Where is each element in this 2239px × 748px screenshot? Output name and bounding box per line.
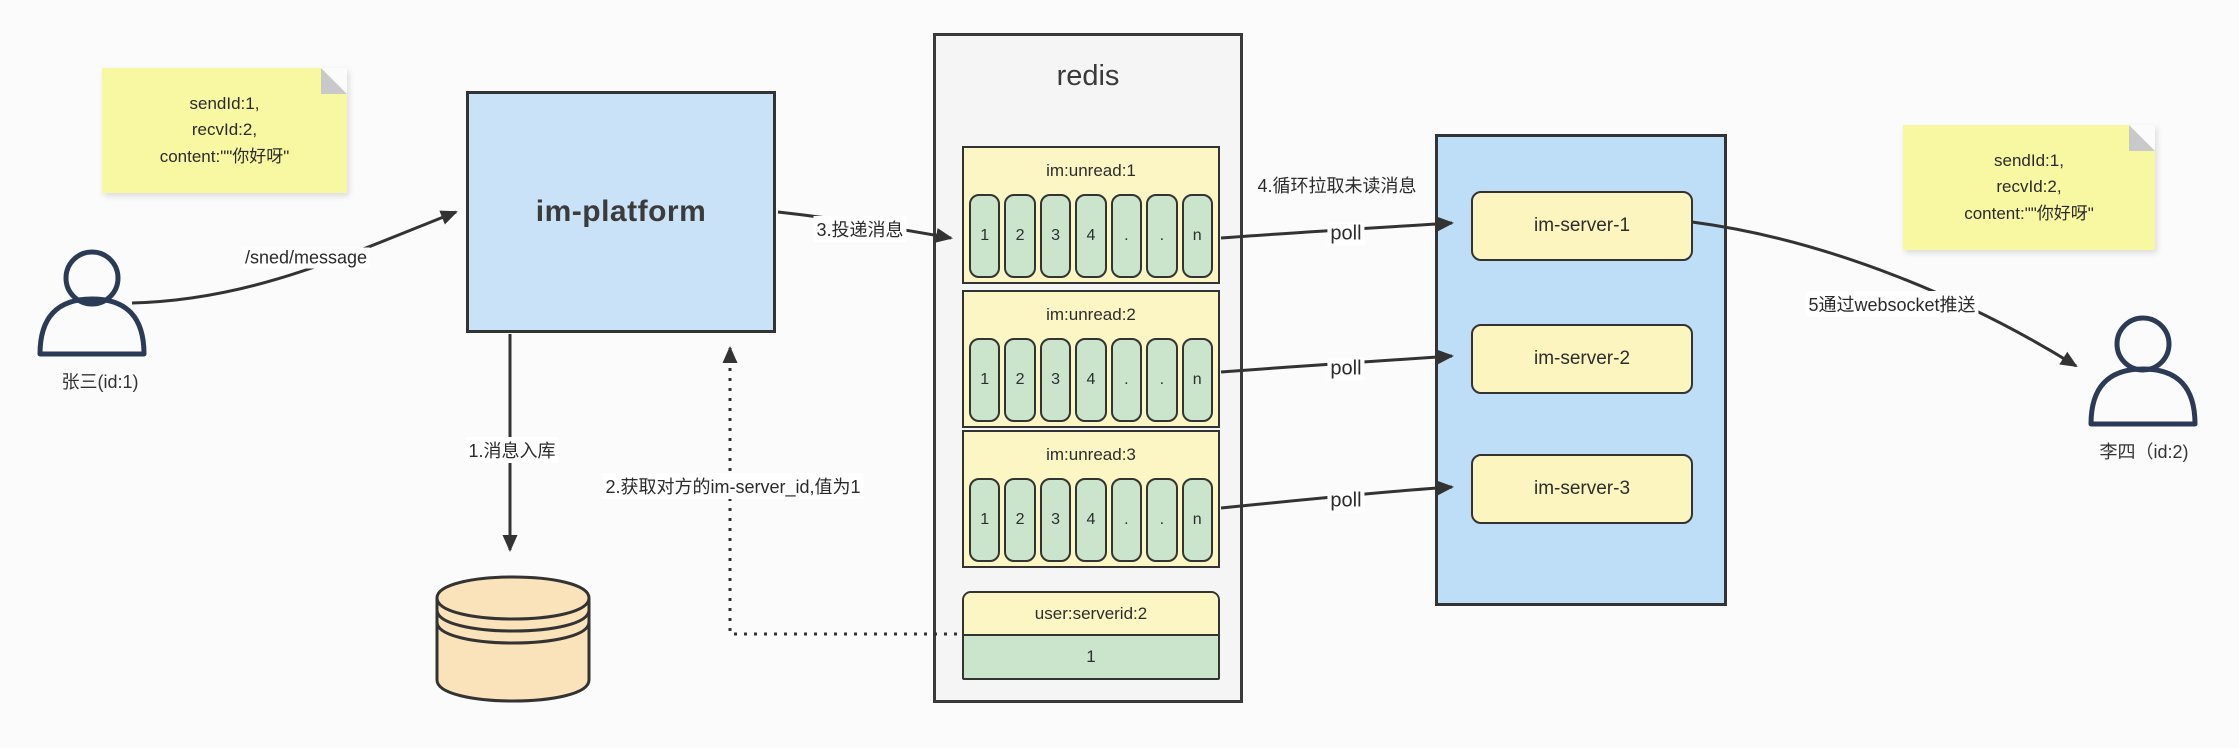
server-node-1[interactable]: im-server-1 [1471, 191, 1693, 261]
queue-cell[interactable]: 4 [1075, 478, 1107, 562]
server-label: im-server-2 [1533, 348, 1631, 369]
note-line: sendId:1, [1994, 150, 2064, 170]
queue-cell[interactable]: . [1110, 194, 1143, 278]
serverid-map-node[interactable]: user:serverid:2 1 [962, 591, 1220, 680]
note-line: recvId:2, [1996, 177, 2062, 197]
redis-container[interactable]: redis im:unread:1 1 2 3 4 . . n im:unrea… [933, 33, 1243, 703]
arrow-push [1691, 220, 2078, 368]
list-header: im:unread:3 [1046, 445, 1136, 464]
note-line: content:""你好呀" [1964, 203, 2094, 223]
queue-cell[interactable]: . [1110, 478, 1143, 562]
server-node-2[interactable]: im-server-2 [1471, 324, 1693, 394]
arrow-send-message [131, 210, 458, 305]
queue-cell[interactable]: . [1110, 338, 1143, 422]
label-step4: 4.循环拉取未读消息 [1257, 175, 1417, 196]
list-header: im:unread:1 [1046, 161, 1136, 180]
server-node-3[interactable]: im-server-3 [1471, 454, 1693, 524]
queue-cell[interactable]: 2 [1004, 194, 1036, 278]
label-step2: 2.获取对方的im-server_id,值为1 [602, 473, 864, 499]
receiver-user-icon[interactable] [2088, 315, 2198, 427]
kv-value: 1 [964, 636, 1218, 678]
queue-cell[interactable]: 4 [1075, 194, 1107, 278]
platform-node[interactable]: im-platform [466, 91, 776, 333]
label-poll-3: poll [1327, 489, 1365, 513]
queue-cell[interactable]: 3 [1039, 478, 1072, 562]
server-cluster[interactable]: im-server-1 im-server-2 im-server-3 [1435, 134, 1727, 606]
note-receiver[interactable]: sendId:1, recvId:2, content:""你好呀" [1903, 125, 2155, 250]
note-line: recvId:2, [191, 120, 258, 140]
redis-title: redis [1056, 60, 1120, 92]
folded-corner-icon [321, 68, 347, 94]
unread-list-2[interactable]: im:unread:2 1 2 3 4 . . n [962, 290, 1220, 428]
unread-list-3[interactable]: im:unread:3 1 2 3 4 . . n [962, 430, 1220, 568]
queue-cell[interactable]: 4 [1075, 338, 1107, 422]
queue-cell[interactable]: 2 [1004, 338, 1036, 422]
server-label: im-server-1 [1533, 215, 1631, 236]
label-send-api: /sned/message [241, 247, 371, 269]
label-poll-1: poll [1327, 222, 1365, 246]
queue-cell[interactable]: . [1146, 194, 1178, 278]
queue-cell[interactable]: 1 [969, 478, 1001, 562]
receiver-label: 李四（id:2) [2099, 442, 2189, 462]
queue-cell[interactable]: 3 [1039, 338, 1072, 422]
mysql-cylinder-icon[interactable] [435, 575, 591, 703]
label-step5: 5通过websocket推送 [1805, 291, 1979, 317]
queue-cell[interactable]: n [1181, 338, 1213, 422]
queue-cell[interactable]: . [1146, 478, 1178, 562]
note-sender[interactable]: sendId:1, recvId:2, content:""你好呀" [102, 68, 347, 193]
folded-corner-icon [2129, 125, 2155, 151]
note-line: sendId:1, [189, 93, 260, 113]
kv-key: user:serverid:2 [964, 593, 1218, 636]
queue-cell[interactable]: 2 [1004, 478, 1036, 562]
note-line: content:""你好呀" [159, 146, 290, 166]
list-header: im:unread:2 [1046, 305, 1136, 324]
label-poll-2: poll [1327, 357, 1365, 381]
queue-cell[interactable]: . [1146, 338, 1178, 422]
unread-list-1[interactable]: im:unread:1 1 2 3 4 . . n [962, 146, 1220, 284]
label-step1: 1.消息入库 [465, 437, 559, 463]
label-step3: 3.投递消息 [813, 216, 907, 242]
sender-label: 张三(id:1) [61, 372, 139, 392]
queue-cell[interactable]: n [1181, 194, 1213, 278]
server-label: im-server-3 [1533, 478, 1631, 499]
queue-cell[interactable]: 1 [969, 338, 1001, 422]
sender-user-icon[interactable] [37, 249, 147, 357]
queue-cell[interactable]: 1 [969, 194, 1001, 278]
queue-cell[interactable]: n [1181, 478, 1213, 562]
queue-cell[interactable]: 3 [1039, 194, 1072, 278]
platform-label: im-platform [535, 195, 707, 228]
